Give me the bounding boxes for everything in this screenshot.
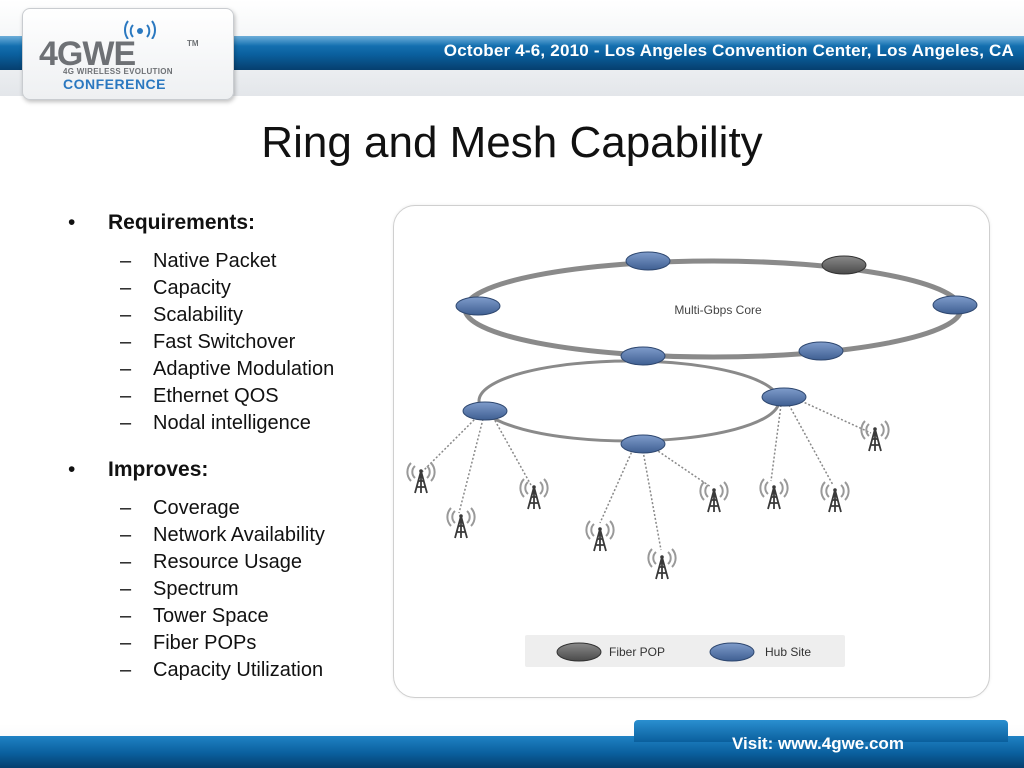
dash-icon: – [120,524,132,546]
cell-tower-icon [860,420,890,452]
dash-icon: – [120,551,132,573]
logo-subtitle: 4G WIRELESS EVOLUTION [63,67,173,76]
header-bar-shine [0,36,1024,46]
hub-site-node [620,434,666,454]
dash-icon: – [120,497,132,519]
logo-conference: CONFERENCE [63,76,167,92]
hub-site-node [798,341,844,361]
list-item: –Coverage [68,495,388,522]
microwave-links [420,400,872,551]
hub-site-legend-icon [709,642,755,662]
requirements-list: –Native Packet –Capacity –Scalability –F… [68,248,388,437]
list-item: –Ethernet QOS [68,383,388,410]
list-item: –Fiber POPs [68,630,388,657]
cell-tower-icon [759,478,789,510]
fiber-pop-node [821,255,867,275]
dash-icon: – [120,331,132,353]
signal-icon [124,20,156,39]
hub-site-node [462,401,508,421]
bullet-list: • Requirements: –Native Packet –Capacity… [68,208,388,684]
dash-icon: – [120,250,132,272]
dash-icon: – [120,605,132,627]
list-item: –Tower Space [68,603,388,630]
access-ring [477,359,781,443]
cell-tower-icon [406,462,436,494]
cell-tower-icon [647,548,677,580]
list-item: –Capacity [68,275,388,302]
dash-icon: – [120,412,132,434]
hub-site-node [620,346,666,366]
slide-title: Ring and Mesh Capability [261,118,763,167]
hub-site-node [761,387,807,407]
requirements-heading-text: Requirements: [108,211,256,234]
visit-link[interactable]: Visit: www.4gwe.com [732,734,904,753]
dash-icon: – [120,277,132,299]
requirements-heading: • Requirements: [68,208,388,238]
improves-list: –Coverage –Network Availability –Resourc… [68,495,388,684]
list-item: –Native Packet [68,248,388,275]
list-item: –Capacity Utilization [68,657,388,684]
hub-site-node [932,295,978,315]
list-item: –Resource Usage [68,549,388,576]
logo-tm: TM [187,39,199,48]
list-item: –Spectrum [68,576,388,603]
dash-icon: – [120,358,132,380]
dash-icon: – [120,632,132,654]
legend-hub-site-label: Hub Site [765,645,812,659]
bullet-dot-icon: • [68,211,76,234]
logo-wordmark: 4GWE [39,35,136,73]
bullet-dot-icon: • [68,458,76,481]
event-line: October 4-6, 2010 - Los Angeles Conventi… [443,41,1014,60]
cell-tower-icon [446,507,476,539]
network-diagram: Multi-Gbps Core [406,251,978,580]
dash-icon: – [120,385,132,407]
fiber-pop-legend-icon [556,642,602,662]
improves-heading: • Improves: [68,455,388,485]
list-item: –Network Availability [68,522,388,549]
list-item: –Scalability [68,302,388,329]
legend-fiber-pop-label: Fiber POP [609,645,666,659]
cell-tower-icon [519,478,549,510]
dash-icon: – [120,578,132,600]
hub-site-node [455,296,501,316]
hub-site-node [625,251,671,271]
list-item: –Nodal intelligence [68,410,388,437]
core-label: Multi-Gbps Core [674,303,762,317]
footer-tab [634,720,1008,742]
cell-tower-icon [699,481,729,513]
improves-heading-text: Improves: [108,458,209,481]
cell-tower-icon [585,520,615,552]
cell-tower-icon [820,481,850,513]
list-item: –Adaptive Modulation [68,356,388,383]
dash-icon: – [120,659,132,681]
list-item: –Fast Switchover [68,329,388,356]
dash-icon: – [120,304,132,326]
conference-logo: 4GWE TM 4G WIRELESS EVOLUTION CONFERENCE [22,8,234,100]
